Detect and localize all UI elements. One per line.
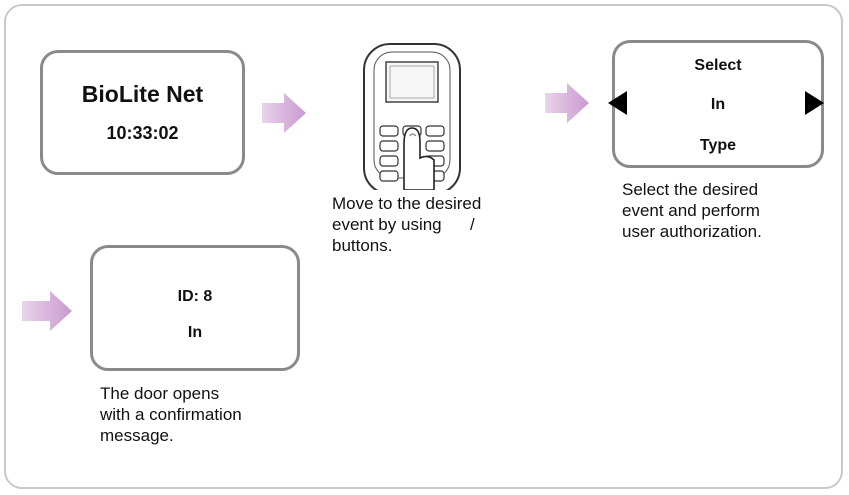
screen-select: Select In Type <box>612 40 824 168</box>
screen-select-line1: Select <box>694 57 742 74</box>
screen-home-title: BioLite Net <box>81 81 204 107</box>
left-triangle-icon <box>608 91 627 115</box>
caption-device-line1: Move to the desired <box>332 194 482 213</box>
device-hand-icon <box>363 43 461 190</box>
caption-select-line1: Select the desired <box>622 180 759 199</box>
caption-door: The door opens with a confirmation messa… <box>100 383 242 446</box>
caption-door-line2: with a confirmation <box>100 405 242 424</box>
caption-device-line2: event by using / <box>332 215 475 234</box>
caption-device-line3: buttons. <box>332 236 393 255</box>
screen-confirm-line1: ID: 8 <box>177 288 213 305</box>
right-arrow-icon <box>22 291 72 331</box>
caption-door-line3: message. <box>100 426 174 445</box>
screen-home-time: 10:33:02 <box>106 123 179 143</box>
screen-home: BioLite Net 10:33:02 <box>40 50 245 175</box>
caption-select-line3: user authorization. <box>622 222 762 241</box>
caption-select: Select the desired event and perform use… <box>622 179 762 242</box>
caption-door-line1: The door opens <box>100 384 220 403</box>
right-arrow-icon <box>545 83 589 123</box>
right-triangle-icon <box>805 91 824 115</box>
screen-select-line2: In <box>710 96 726 113</box>
screen-confirm-line2: In <box>187 324 203 341</box>
screen-select-line3: Type <box>699 137 737 154</box>
screen-confirm: ID: 8 In <box>90 245 300 371</box>
right-arrow-icon <box>262 93 306 133</box>
caption-device: Move to the desired event by using / but… <box>332 193 481 256</box>
caption-select-line2: event and perform <box>622 201 760 220</box>
